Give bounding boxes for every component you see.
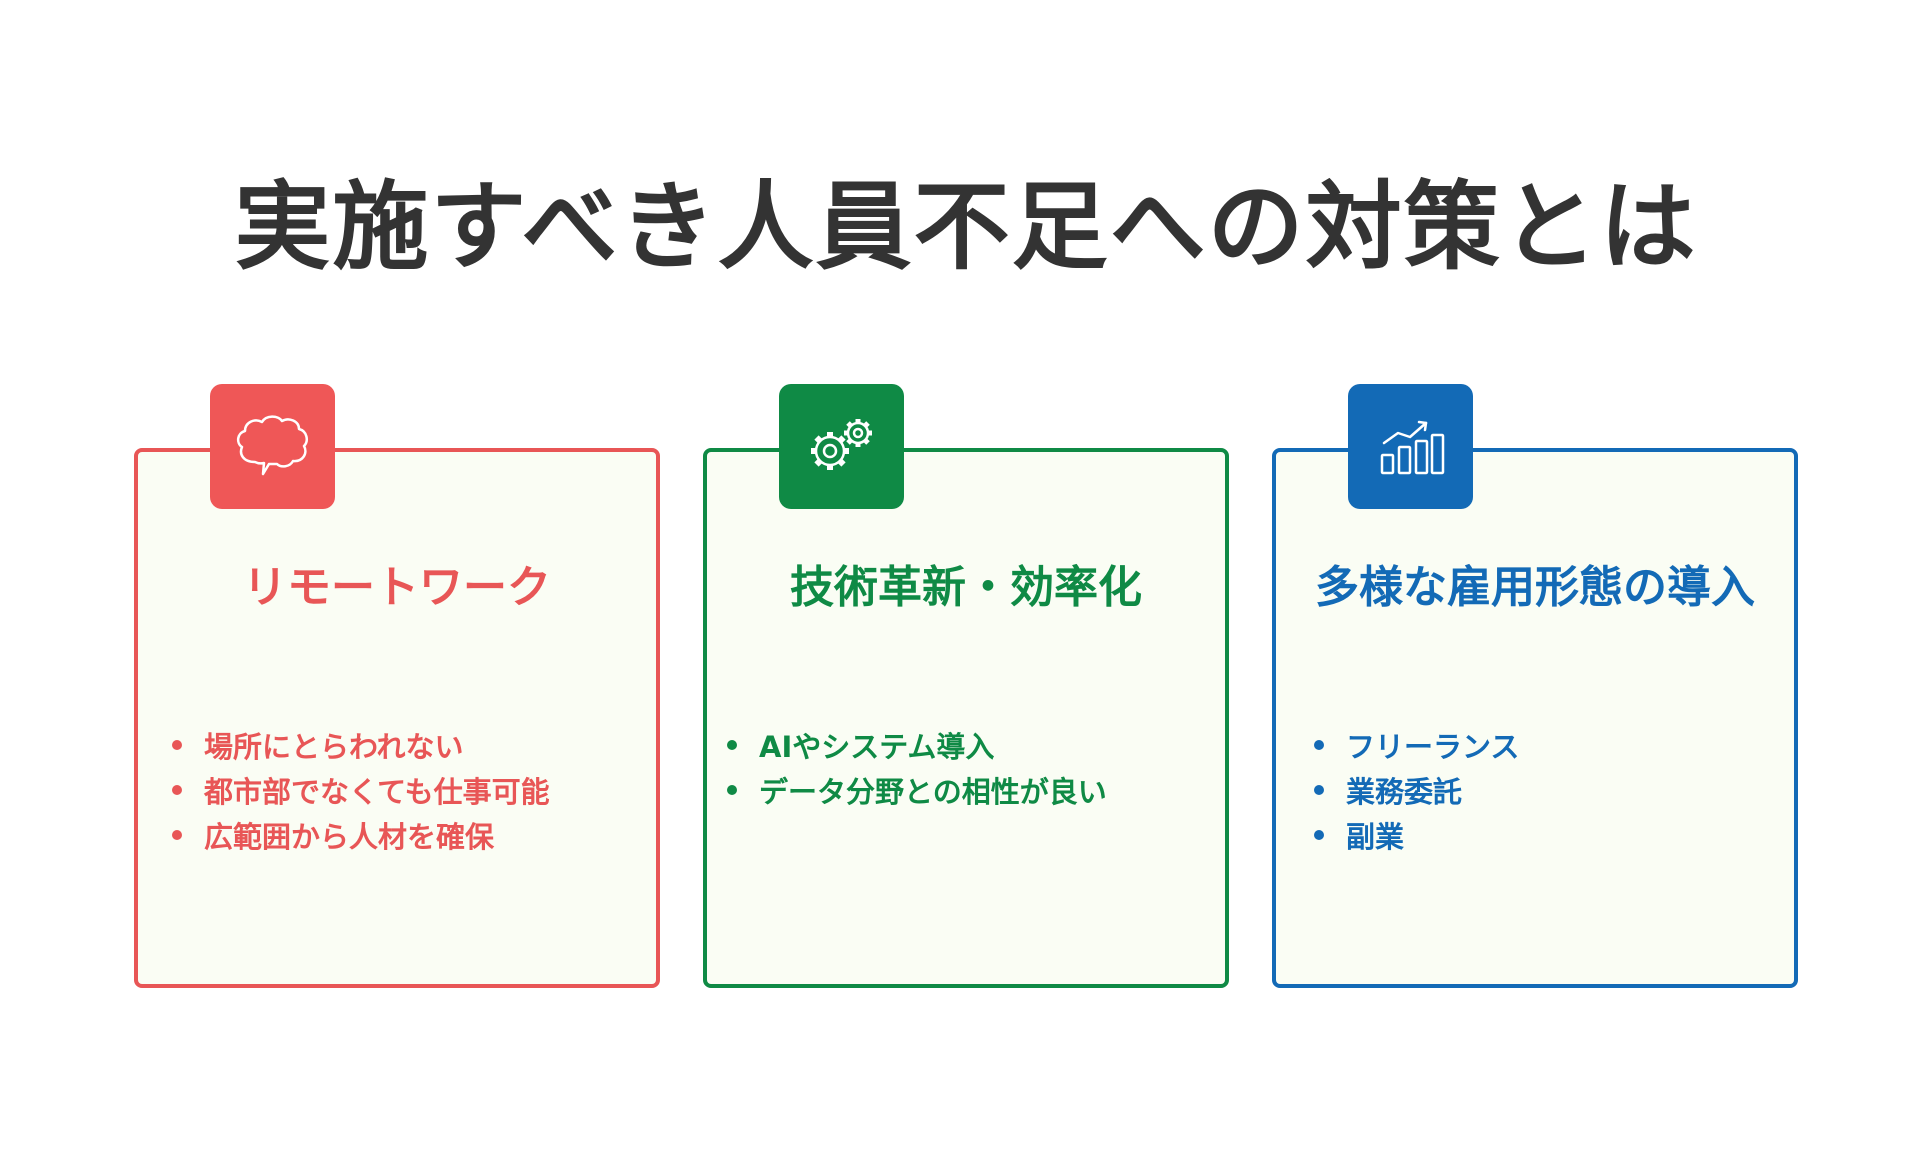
list-item-text: 広範囲から人材を確保 [204,819,495,854]
list-item: 副業 [1314,812,1519,857]
bullet-dot [172,739,182,750]
bullet-dot [172,784,182,795]
list-item: フリーランス [1314,722,1519,767]
list-item: データ分野との相性が良い [727,767,1107,812]
bullet-dot [1314,784,1324,795]
bullet-list: 場所にとらわれない 都市部でなくても仕事可能 広範囲から人材を確保 [172,722,550,857]
speech-bubble-icon [236,414,308,475]
list-item-text: 副業 [1346,819,1405,854]
list-item: 業務委託 [1314,767,1519,812]
card-heading: 多様な雇用形態の導入 [1315,562,1755,613]
bullet-dot [1314,739,1324,750]
card-heading: 技術革新・効率化 [790,562,1142,613]
bullet-list: フリーランス 業務委託 副業 [1314,722,1519,857]
card-badge [210,384,335,509]
list-item: 都市部でなくても仕事可能 [172,767,550,812]
page-title: 実施すべき人員不足への対策とは [234,171,1698,283]
list-item-text: 業務委託 [1346,774,1463,809]
list-item: 広範囲から人材を確保 [172,812,550,857]
gears-icon [810,418,872,470]
card-badge [779,384,904,509]
bullet-dot [727,739,737,750]
list-item: AIやシステム導入 [727,722,1107,767]
card-badge [1348,384,1473,509]
card-heading: リモートワーク [243,562,551,613]
list-item-text: 場所にとらわれない [204,729,464,764]
list-item: 場所にとらわれない [172,722,550,767]
list-item-text: 都市部でなくても仕事可能 [204,774,550,809]
card-tech-innovation: 技術革新・効率化 AIやシステム導入 データ分野との相性が良い [703,384,1229,988]
bullet-dot [172,829,182,840]
card-diverse-employment: 多様な雇用形態の導入 フリーランス 業務委託 副業 [1272,384,1798,988]
bullet-list: AIやシステム導入 データ分野との相性が良い [727,722,1107,812]
list-item-text: AIやシステム導入 [759,729,995,764]
list-item-text: フリーランス [1346,729,1520,764]
bullet-dot [727,784,737,795]
card-remote-work: リモートワーク 場所にとらわれない 都市部でなくても仕事可能 広範囲から人材を確… [134,384,660,988]
bullet-dot [1314,829,1324,840]
list-item-text: データ分野との相性が良い [759,774,1107,809]
bar-chart-icon [1380,420,1444,474]
